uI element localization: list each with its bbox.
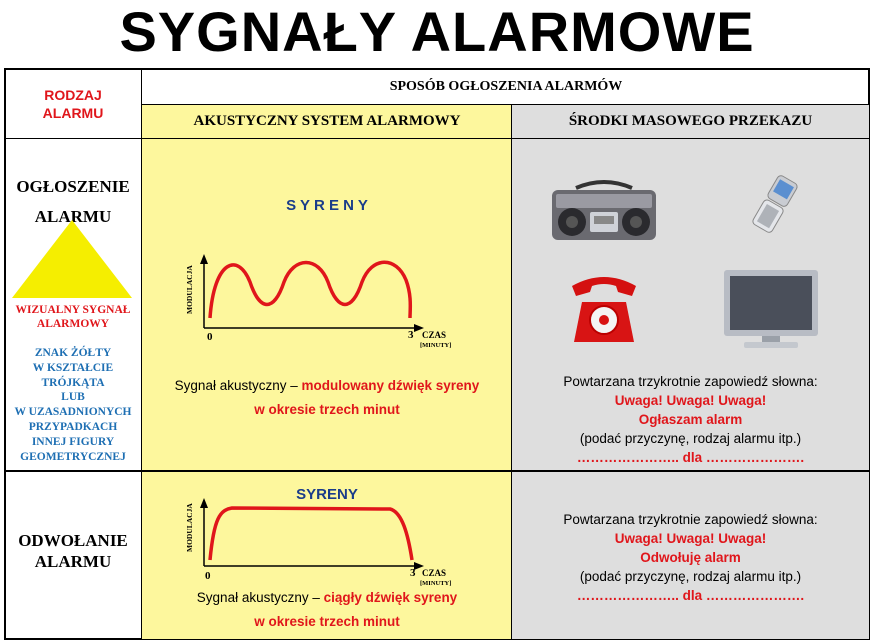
- row2-label: ODWOŁANIE ALARMU: [6, 530, 140, 572]
- row1-siren-chart: MODULACJA 0 3 CZAS [MINUTY]: [185, 254, 451, 349]
- television-icon: [724, 270, 818, 348]
- sign-line: W UZASADNIONYCH: [14, 406, 132, 419]
- acoustic-header-cell: [142, 104, 512, 138]
- grid-line: [511, 104, 512, 640]
- row2-siren-chart: MODULACJA 0 3 CZAS [MINUTY]: [185, 498, 451, 587]
- desc-red: modulowany dźwięk syreny: [301, 378, 480, 393]
- x-tick-3: 3: [408, 329, 414, 341]
- media-line1: Powtarzana trzykrotnie zapowiedź słowna:: [563, 512, 818, 527]
- x-tick-0: 0: [205, 570, 211, 582]
- desc-line2: w okresie trzech minut: [254, 402, 400, 417]
- sign-line: ZNAK ŻÓŁTY: [34, 347, 112, 359]
- media-line1: Powtarzana trzykrotnie zapowiedź słowna:: [563, 374, 818, 389]
- radio-cassette-icon: [552, 180, 656, 240]
- media-line3: Odwołuję alarm: [640, 550, 741, 565]
- x-axis-label: CZAS: [422, 568, 446, 578]
- y-axis-arrow: [200, 254, 208, 264]
- row2-label-line2: ALARMU: [34, 552, 112, 571]
- sign-line: PRZYPADKACH: [28, 420, 118, 433]
- row2-chart-title: SYRENY: [296, 486, 358, 503]
- row2-media-announcement: Powtarzana trzykrotnie zapowiedź słowna:…: [512, 510, 869, 605]
- continuous-wave: [208, 506, 414, 561]
- row2-media-cell: [512, 471, 869, 639]
- media-line2: Uwaga! Uwaga! Uwaga!: [614, 531, 767, 546]
- row2-label-line1: ODWOŁANIE: [18, 531, 128, 550]
- x-tick-0: 0: [207, 331, 213, 343]
- telephone-icon: [572, 277, 636, 342]
- sign-line: GEOMETRYCZNEJ: [20, 450, 126, 463]
- y-axis-label: MODULACJA: [185, 503, 194, 552]
- grid-line: [4, 138, 870, 139]
- visual-signal-label: WIZUALNY SYGNAŁ ALARMOWY: [4, 303, 142, 331]
- grid-line: [141, 68, 142, 640]
- x-axis-arrow: [414, 324, 424, 332]
- desc-prefix: Sygnał akustyczny –: [196, 590, 324, 605]
- row1-label-line2: ALARMU: [34, 207, 112, 226]
- media-header-cell: [512, 104, 869, 138]
- rodzaj-line1: RODZAJ: [44, 87, 102, 103]
- sign-line: INNEJ FIGURY: [31, 435, 115, 448]
- y-axis-label: MODULACJA: [185, 265, 194, 314]
- rodzaj-line2: ALARMU: [42, 105, 104, 121]
- yellow-triangle-icon: [12, 220, 132, 298]
- row1-chart-title: S Y R E N Y: [286, 197, 368, 214]
- media-line2: Uwaga! Uwaga! Uwaga!: [614, 393, 767, 408]
- row1-media-announcement: Powtarzana trzykrotnie zapowiedź słowna:…: [512, 372, 869, 467]
- row1-label-line1: OGŁOSZENIE: [16, 177, 130, 196]
- sposob-header: SPOSÓB OGŁOSZENIA ALARMÓW: [389, 79, 623, 94]
- sign-line: TRÓJKĄTA: [41, 376, 105, 389]
- row2-acoustic-description: Sygnał akustyczny – ciągły dźwięk syreny…: [142, 586, 512, 634]
- sign-line: W KSZTAŁCIE: [32, 361, 114, 374]
- rodzaj-alarmu-header: RODZAJ ALARMU: [6, 86, 140, 122]
- row1-label: OGŁOSZENIE ALARMU: [6, 172, 140, 232]
- x-axis-arrow: [414, 562, 424, 570]
- media-header: ŚRODKI MASOWEGO PRZEKAZU: [568, 113, 813, 129]
- media-line5: ………………….. dla ………………….: [576, 450, 805, 465]
- row1-acoustic-description: Sygnał akustyczny – modulowany dźwięk sy…: [142, 374, 512, 422]
- modulated-wave: [208, 260, 413, 319]
- media-line4: (podać przyczynę, rodzaj alarmu itp.): [579, 431, 802, 446]
- grid-line: [141, 104, 870, 105]
- desc-line2: w okresie trzech minut: [254, 614, 400, 629]
- x-axis-unit: [MINUTY]: [420, 342, 451, 349]
- sign-description: ZNAK ŻÓŁTY W KSZTAŁCIE TRÓJKĄTA LUB W UZ…: [4, 346, 142, 464]
- x-axis-unit: [MINUTY]: [420, 580, 451, 587]
- media-line3: Ogłaszam alarm: [638, 412, 743, 427]
- y-axis-arrow: [200, 498, 208, 508]
- media-line4: (podać przyczynę, rodzaj alarmu itp.): [579, 569, 802, 584]
- media-line5: ………………….. dla ………………….: [576, 588, 805, 603]
- visual-line2: ALARMOWY: [36, 318, 110, 330]
- x-tick-3: 3: [410, 567, 416, 579]
- sign-line: LUB: [61, 391, 85, 404]
- desc-prefix: Sygnał akustyczny –: [174, 378, 302, 393]
- grid-line: [4, 470, 870, 472]
- visual-line1: WIZUALNY SYGNAŁ: [15, 304, 131, 316]
- x-axis-label: CZAS: [422, 330, 446, 340]
- mobile-phone-icon: [752, 175, 798, 233]
- desc-red: ciągły dźwięk syreny: [323, 590, 458, 605]
- acoustic-header: AKUSTYCZNY SYSTEM ALARMOWY: [193, 113, 461, 129]
- page-title: SYGNAŁY ALARMOWE: [119, 0, 755, 63]
